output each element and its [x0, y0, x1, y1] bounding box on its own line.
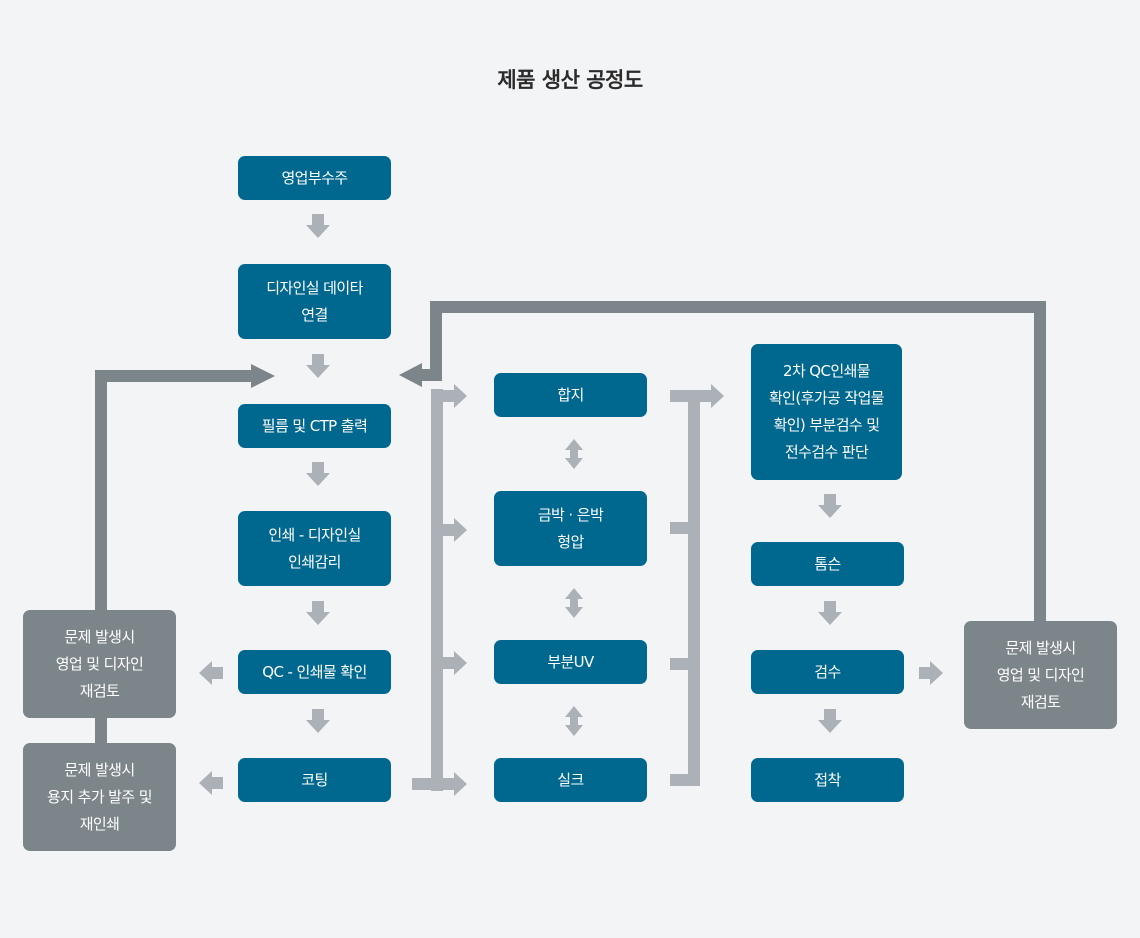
- arrow-down-film-to-print: [306, 462, 330, 486]
- arrow-down-qc-to-coating: [306, 709, 330, 733]
- node-second-qc: 2차 QC인쇄물 확인(후가공 작업물 확인) 부분검수 및 전수검수 판단: [751, 344, 902, 480]
- collect-from-silk: [670, 774, 700, 786]
- arrow-right-to-silk: [443, 772, 467, 796]
- node-lamination: 합지: [494, 373, 647, 417]
- right-feedback-arrowhead: [399, 363, 422, 387]
- node-film-ctp-output: 필름 및 CTP 출력: [238, 404, 391, 448]
- left-feedback-arrowhead: [251, 364, 275, 388]
- double-arrow-lamination-foil: [565, 439, 583, 469]
- coating-output-line: [412, 778, 443, 790]
- right-feedback-return: [420, 369, 442, 381]
- node-order-received: 영업부수주: [238, 156, 391, 200]
- issue-box-left-reprint: 문제 발생시 용지 추가 발주 및 재인쇄: [23, 743, 176, 851]
- arrow-down-inspection-to-gluing: [818, 709, 842, 733]
- node-die-cutting: 톰슨: [751, 542, 904, 586]
- node-foil-embossing: 금박 · 은박 형압: [494, 491, 647, 566]
- node-design-data-link: 디자인실 데이타 연결: [238, 264, 391, 339]
- node-partial-uv: 부분UV: [494, 640, 647, 684]
- node-coating: 코팅: [238, 758, 391, 802]
- arrow-down-qc-to-diecut: [818, 494, 842, 518]
- right-feedback-line: [1034, 301, 1046, 623]
- arrow-right-inspection-to-issue: [919, 661, 943, 685]
- node-gluing: 접착: [751, 758, 904, 802]
- arrow-right-to-second-qc: [700, 384, 724, 408]
- arrow-down-order-to-design: [306, 214, 330, 238]
- arrow-left-coating-to-issue: [199, 771, 223, 795]
- arrow-down-print-to-qc: [306, 601, 330, 625]
- distribution-bracket-line: [431, 389, 443, 791]
- collect-from-uv: [670, 658, 700, 670]
- issue-box-left-review: 문제 발생시 영업 및 디자인 재검토: [23, 610, 176, 718]
- arrow-down-diecut-to-inspection: [818, 601, 842, 625]
- node-print-design-supervision: 인쇄 - 디자인실 인쇄감리: [238, 511, 391, 586]
- arrow-right-to-lamination: [443, 384, 467, 408]
- double-arrow-uv-silk: [565, 706, 583, 736]
- collection-bracket-line: [688, 390, 700, 786]
- left-feedback-top: [95, 370, 252, 382]
- arrow-left-qc-to-issue: [199, 661, 223, 685]
- node-qc-print-check: QC - 인쇄물 확인: [238, 650, 391, 694]
- collect-from-foil: [670, 522, 700, 534]
- collect-from-lamination: [670, 390, 700, 402]
- left-feedback-line: [95, 370, 107, 612]
- issue-box-right-review: 문제 발생시 영업 및 디자인 재검토: [964, 621, 1117, 729]
- arrow-right-to-foil: [443, 518, 467, 542]
- issue-boxes-link: [95, 716, 107, 744]
- diagram-title: 제품 생산 공정도: [497, 68, 643, 92]
- right-feedback-drop: [430, 301, 442, 381]
- arrow-right-to-uv: [443, 651, 467, 675]
- double-arrow-foil-uv: [565, 588, 583, 618]
- node-inspection: 검수: [751, 650, 904, 694]
- arrow-down-design-to-film: [306, 354, 330, 378]
- right-feedback-top: [430, 301, 1046, 313]
- node-silk: 실크: [494, 758, 647, 802]
